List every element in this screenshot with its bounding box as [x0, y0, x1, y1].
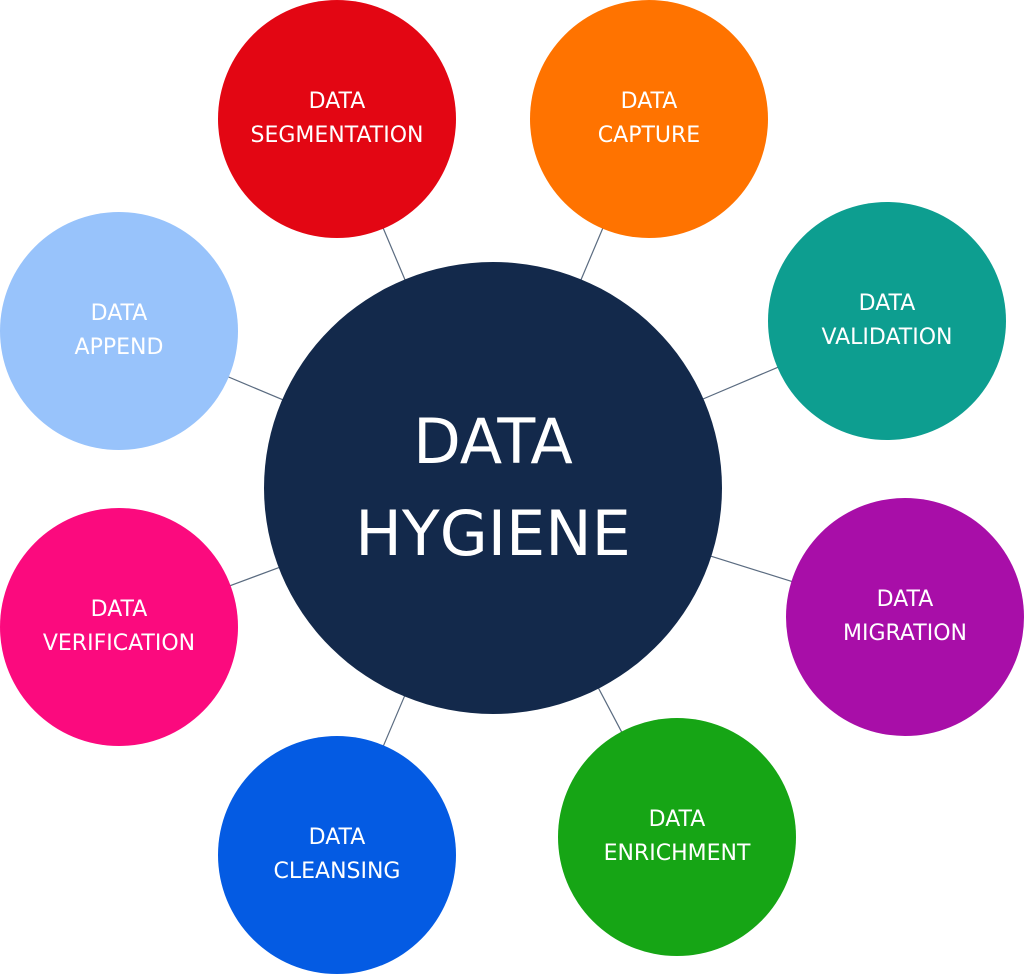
node-label-line1: DATA [90, 301, 148, 326]
node-data-enrichment: DATA ENRICHMENT [558, 718, 796, 956]
node-label-line1: DATA [648, 807, 706, 832]
connector-line-verification [226, 565, 285, 588]
node-label-line2: SEGMENTATION [250, 123, 424, 148]
node-label-line2: CAPTURE [597, 123, 701, 148]
center-title-line1: DATA [413, 405, 573, 478]
node-label-line2: APPEND [74, 335, 164, 360]
node-label-line2: MIGRATION [843, 621, 967, 646]
node-data-verification: DATA VERIFICATION [0, 508, 238, 746]
node-label-line2: VALIDATION [821, 325, 953, 350]
node-data-cleansing: DATA CLEANSING [218, 736, 456, 974]
connector-line-validation [698, 365, 782, 402]
connector-line-append [224, 374, 288, 403]
node-label-line1: DATA [876, 587, 934, 612]
connector-line-migration [705, 554, 796, 584]
node-data-append: DATA APPEND [0, 212, 238, 450]
center-node-data-hygiene: DATA HYGIENE [264, 262, 722, 714]
node-label-line1: DATA [858, 291, 916, 316]
center-title-line2: HYGIENE [355, 497, 631, 570]
connector-line-segmentation [381, 224, 407, 283]
node-label-line1: DATA [308, 825, 366, 850]
node-label-line2: ENRICHMENT [603, 841, 751, 866]
node-label-line1: DATA [308, 89, 366, 114]
connector-line-cleansing [381, 692, 407, 750]
node-label-line1: DATA [90, 597, 148, 622]
node-label-line2: CLEANSING [273, 859, 401, 884]
node-data-segmentation: DATA SEGMENTATION [218, 0, 456, 238]
node-data-validation: DATA VALIDATION [768, 202, 1006, 440]
connector-line-capture [579, 224, 605, 283]
node-data-capture: DATA CAPTURE [530, 0, 768, 238]
node-label-line1: DATA [620, 89, 678, 114]
node-label-line2: VERIFICATION [42, 631, 196, 656]
node-data-migration: DATA MIGRATION [786, 498, 1024, 736]
connector-line-enrichment [596, 685, 624, 736]
